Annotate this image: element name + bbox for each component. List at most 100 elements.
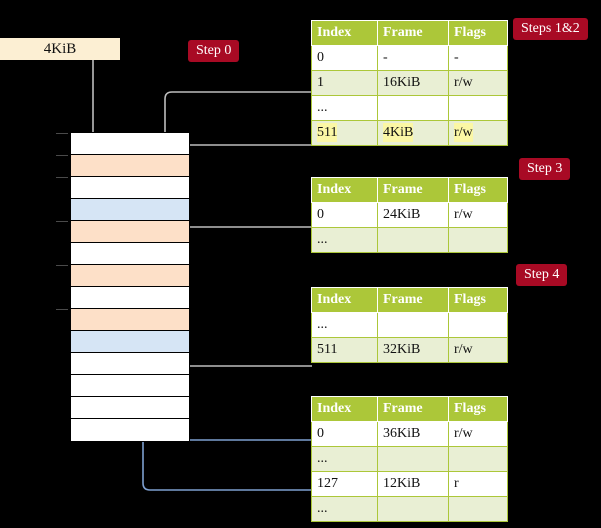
cell-frame: 36KiB bbox=[377, 421, 449, 447]
step-chip-step3: Step 3 bbox=[519, 158, 571, 180]
cell-flags bbox=[448, 95, 508, 121]
table-row: ... bbox=[311, 312, 508, 338]
physical-memory-column bbox=[56, 132, 190, 442]
cell-index: 511 bbox=[311, 120, 378, 146]
cell-frame: 12KiB bbox=[377, 471, 449, 497]
step-chip-step4: Step 4 bbox=[516, 264, 568, 286]
cell-text: 511 bbox=[317, 342, 338, 357]
cell-flags bbox=[448, 446, 508, 472]
cell-text: 1 bbox=[317, 75, 324, 90]
memory-tick bbox=[56, 309, 68, 310]
memory-frame-5 bbox=[71, 243, 189, 265]
column-header-frame: Frame bbox=[377, 287, 449, 313]
memory-frame-6 bbox=[56, 265, 189, 287]
cell-index: ... bbox=[311, 227, 378, 253]
cell-flags bbox=[448, 312, 508, 338]
memory-frame-0 bbox=[56, 133, 189, 155]
memory-tick bbox=[56, 177, 68, 178]
cell-index: 0 bbox=[311, 45, 378, 71]
cell-flags: r/w bbox=[448, 421, 508, 447]
cell-text: 24KiB bbox=[383, 207, 421, 222]
column-header-frame: Frame bbox=[377, 177, 449, 203]
memory-frame-13 bbox=[71, 419, 189, 441]
table-row: 0 - - bbox=[311, 45, 508, 71]
memory-frame-4 bbox=[56, 221, 189, 243]
cell-text: ... bbox=[317, 317, 328, 332]
cell-text: 511 bbox=[317, 123, 338, 142]
column-header-frame: Frame bbox=[377, 396, 449, 422]
cell-frame bbox=[377, 95, 449, 121]
wire-table1-row511-to-frame1 bbox=[174, 144, 312, 154]
cell-text: r/w bbox=[454, 342, 473, 357]
memory-frame-1 bbox=[56, 155, 189, 177]
cell-text: 4KiB bbox=[383, 123, 414, 142]
cell-flags: r/w bbox=[448, 70, 508, 96]
memory-tick bbox=[56, 133, 68, 134]
table-header-row: Index Frame Flags bbox=[311, 396, 508, 422]
cell-index: 511 bbox=[311, 337, 378, 363]
cell-frame bbox=[377, 312, 449, 338]
cell-text: 16KiB bbox=[383, 75, 421, 90]
column-header-flags: Flags bbox=[448, 20, 508, 46]
cell-text: 0 bbox=[317, 50, 324, 65]
cell-text: ... bbox=[317, 100, 328, 115]
memory-frame-10 bbox=[71, 353, 189, 375]
step-chip-step0: Step 0 bbox=[188, 40, 240, 62]
table-row: ... bbox=[311, 95, 508, 121]
table-row: 511 4KiB r/w bbox=[311, 120, 508, 146]
cell-text: r/w bbox=[454, 207, 473, 222]
cell-flags: r bbox=[448, 471, 508, 497]
cell-text: - bbox=[454, 50, 459, 65]
memory-tick bbox=[56, 155, 68, 156]
table-row: ... bbox=[311, 446, 508, 472]
cell-text: 32KiB bbox=[383, 342, 421, 357]
memory-tick bbox=[56, 265, 68, 266]
cell-flags: r/w bbox=[448, 120, 508, 146]
cell-flags: r/w bbox=[448, 337, 508, 363]
memory-frame-9 bbox=[71, 331, 189, 353]
column-header-flags: Flags bbox=[448, 177, 508, 203]
column-header-index: Index bbox=[311, 396, 378, 422]
cell-text: ... bbox=[317, 501, 328, 516]
cell-text: - bbox=[383, 50, 388, 65]
memory-frame-11 bbox=[71, 375, 189, 397]
cell-frame bbox=[377, 446, 449, 472]
table-row: 1 16KiB r/w bbox=[311, 70, 508, 96]
cell-flags bbox=[448, 496, 508, 522]
cell-frame: 16KiB bbox=[377, 70, 449, 96]
cell-frame: 4KiB bbox=[377, 120, 449, 146]
table-row: ... bbox=[311, 496, 508, 522]
table-header-row: Index Frame Flags bbox=[311, 177, 508, 203]
step-chip-steps12: Steps 1&2 bbox=[513, 18, 588, 40]
cell-index: 0 bbox=[311, 421, 378, 447]
page-table-4: Index Frame Flags 0 36KiB r/w ... 127 12… bbox=[311, 396, 508, 522]
source-frame-label: 4KiB bbox=[0, 38, 120, 60]
cell-index: 0 bbox=[311, 202, 378, 228]
memory-frame-3 bbox=[71, 199, 189, 221]
cell-text: r/w bbox=[454, 75, 473, 90]
table-row: 0 24KiB r/w bbox=[311, 202, 508, 228]
wire-table2-row0-to-frame6 bbox=[180, 226, 312, 278]
cell-text: 127 bbox=[317, 476, 338, 491]
column-header-flags: Flags bbox=[448, 396, 508, 422]
cell-text: ... bbox=[317, 451, 328, 466]
wire-table3-row511-to-frame8 bbox=[174, 308, 312, 367]
memory-frame-7 bbox=[71, 287, 189, 309]
column-header-index: Index bbox=[311, 20, 378, 46]
cell-text: ... bbox=[317, 232, 328, 247]
cell-text: r/w bbox=[454, 426, 473, 441]
cell-frame bbox=[377, 496, 449, 522]
memory-tick bbox=[56, 221, 68, 222]
table-row: 0 36KiB r/w bbox=[311, 421, 508, 447]
cell-index: 127 bbox=[311, 471, 378, 497]
cell-flags: r/w bbox=[448, 202, 508, 228]
cell-frame: 24KiB bbox=[377, 202, 449, 228]
memory-frame-12 bbox=[71, 397, 189, 419]
cell-index: ... bbox=[311, 446, 378, 472]
table-header-row: Index Frame Flags bbox=[311, 287, 508, 313]
page-table-3: Index Frame Flags ... 511 32KiB r/w bbox=[311, 287, 508, 363]
column-header-index: Index bbox=[311, 177, 378, 203]
cell-text: 12KiB bbox=[383, 476, 421, 491]
page-table-1: Index Frame Flags 0 - - 1 16KiB r/w ... … bbox=[311, 20, 508, 146]
